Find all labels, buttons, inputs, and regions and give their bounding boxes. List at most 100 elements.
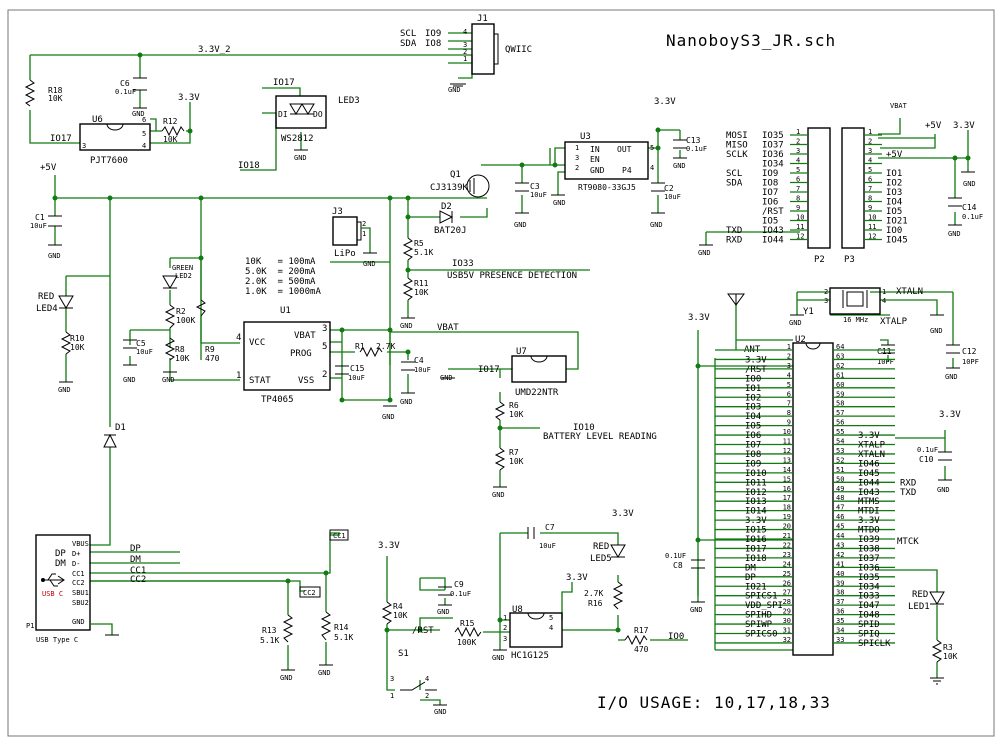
p3-pin-net: IO3 [886,188,902,198]
capacitor-c13: C13 0.1uF GND [673,136,707,170]
u2-left-pin-number: 1 [787,343,791,351]
u2-left-pin-number: 20 [783,523,791,531]
c13-gnd: GND [673,162,686,170]
p2-pin-net: IO36 [762,150,784,160]
c6-value: 0.1uF [115,88,136,96]
u2-left-pin-number: 32 [783,636,791,644]
p3-gnd: GND [963,180,976,188]
p2-pin-number: 3 [796,147,800,155]
u2-left-pin-number: 28 [783,598,791,606]
r2-ref: R2 [176,307,186,316]
p2-pin-net: /RST [762,207,784,217]
c4-ref: C4 [414,356,424,365]
resistor-r12: R12 10K [161,117,185,144]
net-io10: IO10 [573,423,595,433]
led3-part: WS2812 [281,134,314,144]
r11-value: 10K [414,288,429,297]
led5: RED LED5 [590,542,626,564]
u1-pin4: 4 [236,333,241,343]
u2-left-pin-number: 11 [783,438,791,446]
c14-ref: C14 [962,203,977,212]
u2-left-pin-number: 2 [787,352,791,360]
u2-left-pin-net: IO14 [745,507,767,517]
u2-left-pin-net: IO17 [745,544,767,554]
net-3v3-2: 3.3V_2 [198,45,231,55]
u2-left-pin-number: 3 [787,362,791,370]
led3-di: DI [278,110,288,119]
led2-ref: LED2 [175,272,192,280]
u8-part: HC1G125 [511,651,549,661]
u2-left-pin-net: IO15 [745,526,767,536]
u2-left-pin-number: 4 [787,371,791,379]
c1-gnd: GND [48,252,61,260]
capacitor-c7: C7 10uF [527,523,556,550]
u2-left-pin-number: 29 [783,608,791,616]
r6-ref: R6 [509,401,519,410]
u2-right-pin-number: 59 [836,390,844,398]
c12-gnd: GND [945,373,958,381]
resistor-r11: R11 10K GND [400,277,429,330]
p3-pin-net: IO45 [886,236,908,246]
r8-value: 10K [175,354,190,363]
c9-gnd: GND [437,608,450,616]
capacitor-c2: C2 10uF GND [650,182,681,229]
c4-value: 10uF [414,366,431,374]
usb5v-detect: USB5V PRESENCE DETECTION [447,271,577,281]
p2-gnd: GND [698,249,711,257]
u2-left-pin-number: 14 [783,466,791,474]
u2-right-pin-number: 64 [836,343,844,351]
c2-ref: C2 [664,184,674,193]
r11-gnd: GND [400,322,413,330]
p2-pin-net: IO5 [762,217,778,227]
u2-left-pin-net: IO6 [745,431,761,441]
u1-pin1: 1 [236,371,241,381]
c3-value: 10uF [530,191,547,199]
u2-right-pin-net: SPID [858,620,880,630]
u2-left-pin-net: IO12 [745,488,767,498]
u2-right-pin-number: 45 [836,523,844,531]
u6-io17: IO17 [50,134,72,144]
capacitor-c8: 0.1UF C8 GND [665,552,705,614]
u6-pin3: 3 [82,142,86,150]
p2-pin-label: RXD [726,236,742,246]
r7-gnd: GND [492,491,505,499]
y1-xtalp: XTALP [880,317,908,327]
u2-left-pin-number: 30 [783,617,791,625]
p3-pin-number: 2 [868,138,872,146]
u2-left-pin-net: /RST [745,365,767,375]
p3-pin-net: IO0 [886,226,902,236]
s1-gnd: GND [434,708,447,716]
usb-pin-dplus: D+ [72,550,80,558]
resistor-r1: R1 2.7K [355,342,395,358]
p3-pin-number: 4 [868,157,872,165]
u1-vss: VSS [298,376,314,386]
resistor-r2: R2 100K [164,304,195,329]
p2-pin-net: IO6 [762,198,778,208]
u2-left-pin-net: IO11 [745,478,767,488]
d2-ref: D2 [441,202,452,212]
u2-right-pin-number: 60 [836,381,844,389]
u2-left-pin-number: 10 [783,428,791,436]
c7-ref: C7 [545,523,555,532]
ground-symbols [48,83,975,706]
flag-cc2: CC2 [303,589,316,597]
u2-left-pin-net: IO4 [745,412,761,422]
c4-gnd: GND [400,398,413,406]
u2-left-pin-net: DP [745,573,756,583]
u2-right-pin-number: 48 [836,494,844,502]
u2-right-pin-number: 42 [836,551,844,559]
usb-pin-cc2: CC2 [72,579,85,587]
p2-pin-label: SDA [726,179,743,189]
net-3v3-led5: 3.3V [612,509,634,519]
u2-left-pin-net: SPIWP [745,620,773,630]
r5-value: 5.1K [414,248,433,257]
prog-table: 10K = 100mA 5.0K = 200mA 2.0K = 500mA 1.… [245,257,321,297]
u2-right-pin-number: 57 [836,409,844,417]
c3-ref: C3 [530,182,540,191]
p2-pin-number: 4 [796,157,800,165]
r3-ref: R3 [943,643,953,652]
u3-pin5: 5 [650,144,654,152]
r10-ref: R10 [70,334,85,343]
u2-right-pin-number: 40 [836,570,844,578]
